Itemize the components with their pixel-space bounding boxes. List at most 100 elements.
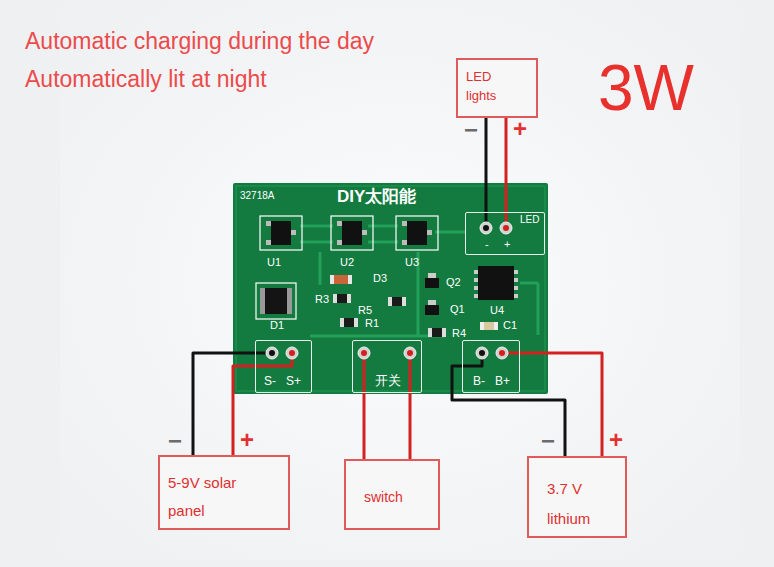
pcb-detail bbox=[425, 305, 439, 315]
chip-u3 bbox=[396, 216, 438, 250]
node-text: S- bbox=[264, 375, 276, 389]
capacitor-c1 bbox=[480, 322, 498, 330]
part-label: C1 bbox=[503, 319, 517, 332]
pcb-detail bbox=[260, 216, 302, 250]
part-label: U1 bbox=[267, 256, 281, 269]
node-text: 5-9V solar panel bbox=[168, 469, 268, 525]
pcb-detail bbox=[514, 294, 518, 298]
solder-pads bbox=[266, 222, 512, 359]
pcb-detail bbox=[428, 300, 436, 305]
node-text: DIY太阳能 bbox=[337, 187, 416, 207]
part-label: R3 bbox=[315, 293, 329, 306]
pcb-detail bbox=[478, 266, 514, 300]
pcb-detail bbox=[269, 350, 275, 356]
resistor-r3 bbox=[333, 294, 351, 303]
solar-terminal: S- S+ bbox=[255, 340, 312, 393]
polarity-sign: + bbox=[609, 426, 623, 454]
part-label: R4 bbox=[452, 327, 466, 340]
part-label: R5 bbox=[358, 304, 372, 317]
switch-box: switch bbox=[344, 459, 440, 530]
headline: Automatic charging during the day bbox=[25, 28, 374, 54]
pcb-detail bbox=[319, 252, 322, 285]
chip-u2 bbox=[331, 216, 373, 250]
pcb-detail bbox=[474, 278, 478, 282]
pcb-detail bbox=[260, 288, 292, 314]
pcb-detail bbox=[479, 350, 485, 356]
pcb-detail bbox=[330, 275, 352, 284]
part-label: Q2 bbox=[446, 276, 461, 289]
pcb-detail bbox=[474, 286, 478, 290]
pcb-detail bbox=[342, 221, 362, 245]
node-text: B- bbox=[473, 375, 485, 389]
pcb-detail bbox=[407, 350, 413, 356]
pcb-detail bbox=[428, 328, 432, 337]
part-label: R1 bbox=[365, 317, 379, 330]
wire bbox=[409, 393, 412, 459]
pcb-detail bbox=[480, 322, 484, 330]
pcb-detail bbox=[354, 318, 358, 327]
pcb-detail bbox=[514, 278, 518, 282]
transistor-q1 bbox=[425, 300, 439, 315]
pcb-detail bbox=[331, 216, 373, 250]
node-text: 3.7 V lithium bbox=[547, 474, 607, 534]
pcb-detail bbox=[407, 221, 427, 245]
pcb-detail bbox=[347, 294, 351, 303]
headline: Automatically lit at night bbox=[25, 66, 267, 92]
polarity-sign: + bbox=[513, 115, 527, 143]
polarity-sign: − bbox=[541, 427, 555, 455]
wire-stubs bbox=[255, 212, 520, 392]
part-label: U2 bbox=[340, 256, 354, 269]
resistor-r4 bbox=[428, 328, 446, 337]
battery-terminal: B-B+ bbox=[462, 340, 520, 393]
pcb-detail bbox=[474, 270, 478, 274]
pcb-detail bbox=[480, 222, 492, 234]
power-rating: 3W bbox=[598, 52, 694, 126]
led-lights-box: LED lights bbox=[456, 58, 538, 118]
pcb-detail bbox=[333, 294, 337, 303]
pcb-detail bbox=[287, 288, 292, 314]
pcb-detail bbox=[442, 328, 446, 337]
wire bbox=[452, 366, 565, 456]
pcb-detail bbox=[480, 322, 498, 330]
pcb-detail bbox=[361, 350, 367, 356]
led-terminal: LED-+ bbox=[465, 212, 545, 255]
pcb-detail bbox=[340, 318, 344, 327]
pcb-detail bbox=[402, 297, 406, 306]
pcb-detail bbox=[483, 225, 489, 231]
pcb-detail bbox=[428, 273, 436, 278]
pcb-detail bbox=[499, 350, 505, 356]
pcb-detail bbox=[503, 225, 509, 231]
pcb-detail bbox=[396, 216, 438, 250]
node-text: 开关 bbox=[375, 374, 401, 389]
pcb-detail bbox=[266, 347, 278, 359]
wire bbox=[233, 366, 255, 455]
pcb-detail bbox=[260, 288, 265, 314]
part-label: D3 bbox=[373, 272, 387, 285]
pcb-detail bbox=[388, 297, 392, 306]
wire bbox=[485, 118, 488, 212]
pcb-detail bbox=[476, 347, 488, 359]
polarity-sign: − bbox=[464, 116, 478, 144]
pcb-detail bbox=[428, 328, 446, 337]
node-text: + bbox=[504, 238, 510, 251]
pcb-detail bbox=[425, 278, 439, 288]
pcb-detail bbox=[358, 347, 370, 359]
pcb-detail bbox=[494, 322, 498, 330]
part-label: D1 bbox=[270, 319, 284, 332]
wire bbox=[505, 118, 508, 212]
solar-panel-box: 5-9V solar panel bbox=[158, 455, 290, 530]
node-text: LED bbox=[520, 214, 539, 226]
pcb-detail bbox=[340, 318, 358, 327]
chip-u1 bbox=[260, 216, 302, 250]
switch-terminal: 开关 bbox=[352, 340, 422, 393]
polarity-sign: − bbox=[168, 427, 182, 455]
chip-u4 bbox=[474, 266, 518, 300]
transistor-q2 bbox=[425, 273, 439, 288]
pcb-board: 32718ADIY太阳能LED-+S-S+开关B-B+ bbox=[233, 183, 548, 394]
pcb-detail bbox=[330, 275, 334, 284]
node-text: S+ bbox=[286, 375, 301, 389]
diode-d1 bbox=[256, 283, 296, 319]
pcb-detail bbox=[537, 283, 540, 335]
pcb-detail bbox=[289, 350, 295, 356]
